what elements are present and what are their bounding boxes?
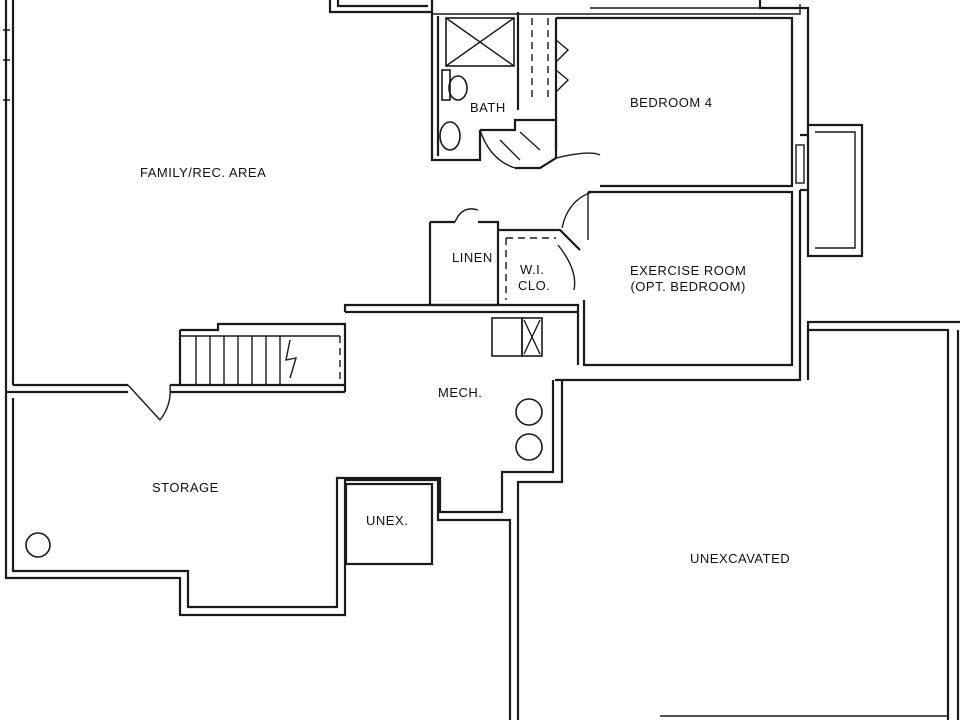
exercise-line-2: (OPT. BEDROOM) bbox=[630, 279, 746, 294]
stair-area bbox=[6, 322, 347, 421]
mech-room bbox=[343, 303, 580, 461]
left-wall bbox=[3, 0, 15, 392]
room-label-mech: MECH. bbox=[438, 385, 483, 400]
room-label-bath: BATH bbox=[470, 100, 506, 115]
room-label-unexcavated: UNEXCAVATED bbox=[690, 551, 791, 566]
room-label-family-rec: FAMILY/REC. AREA bbox=[140, 165, 267, 180]
storage-area bbox=[4, 380, 564, 720]
room-label-bedroom-4: BEDROOM 4 bbox=[630, 95, 713, 110]
top-walls bbox=[328, 0, 810, 135]
room-label-linen: LINEN bbox=[452, 250, 493, 265]
room-label-wi-closet: W.I. CLO. bbox=[514, 262, 550, 294]
room-label-unex-small: UNEX. bbox=[366, 513, 409, 528]
wi-closet-line-1: W.I. bbox=[519, 262, 545, 277]
bedroom-4-walls bbox=[554, 16, 864, 258]
room-label-storage: STORAGE bbox=[152, 480, 219, 495]
room-label-exercise: EXERCISE ROOM (OPT. BEDROOM) bbox=[630, 263, 746, 295]
wi-closet-line-2: CLO. bbox=[518, 278, 551, 293]
exercise-line-1: EXERCISE ROOM bbox=[630, 263, 747, 278]
bath-block bbox=[430, 12, 570, 170]
unexcavated-area bbox=[660, 320, 960, 720]
